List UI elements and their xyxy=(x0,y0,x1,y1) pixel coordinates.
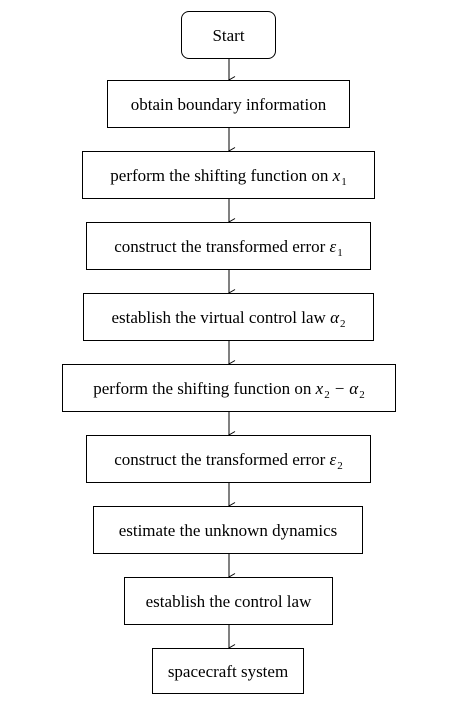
step-4-label: establish the virtual control law xyxy=(111,307,331,327)
step-7-label: estimate the unknown dynamics xyxy=(118,520,338,540)
step-5-label: perform the shifting function on xyxy=(93,378,316,398)
step-shift-x2-minus-alpha2: perform the shifting function on x2 − α2 xyxy=(62,364,396,412)
start-label: Start xyxy=(212,25,245,45)
step-transformed-error-2: construct the transformed error ε2 xyxy=(86,435,371,483)
step-6-variable: ε2 xyxy=(329,449,343,472)
step-transformed-error-1: construct the transformed error ε1 xyxy=(86,222,371,270)
step-6-label: construct the transformed error xyxy=(114,449,330,469)
step-4-variable: α2 xyxy=(330,307,346,330)
step-3-variable: ε1 xyxy=(329,236,343,259)
step-8-label: establish the control law xyxy=(145,591,312,611)
step-establish-control-law: establish the control law xyxy=(124,577,333,625)
step-obtain-boundary-information: obtain boundary information xyxy=(107,80,350,128)
step-9-label: spacecraft system xyxy=(167,661,289,681)
step-5-variable: x2 xyxy=(315,378,330,401)
step-virtual-control-law: establish the virtual control law α2 xyxy=(83,293,374,341)
step-spacecraft-system: spacecraft system xyxy=(152,648,304,694)
step-shift-x1: perform the shifting function on x1 xyxy=(82,151,375,199)
step-estimate-unknown-dynamics: estimate the unknown dynamics xyxy=(93,506,363,554)
step-1-label: obtain boundary information xyxy=(130,94,327,114)
step-2-label: perform the shifting function on xyxy=(110,165,333,185)
step-5-variable-2: α2 xyxy=(349,378,365,401)
step-5-operator: − xyxy=(334,378,345,398)
start-node: Start xyxy=(181,11,276,59)
step-3-label: construct the transformed error xyxy=(114,236,330,256)
step-2-variable: x1 xyxy=(332,165,347,188)
